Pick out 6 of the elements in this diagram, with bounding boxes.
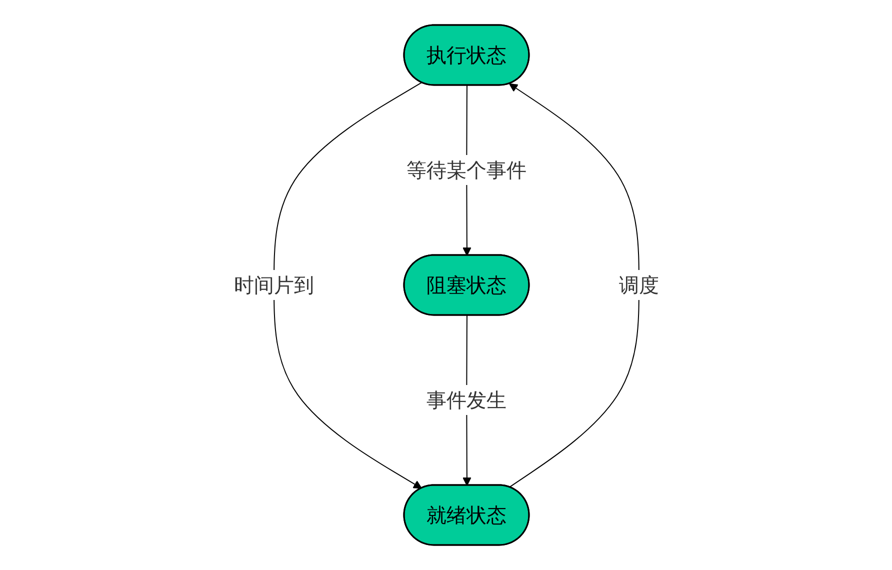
edge-label: 等待某个事件 [406,158,526,182]
edge-label: 事件发生 [426,388,506,412]
arrow [273,82,422,489]
edge-label: 调度 [618,272,658,297]
edge-label: 时间片到 [234,272,314,297]
arrow [508,83,639,488]
